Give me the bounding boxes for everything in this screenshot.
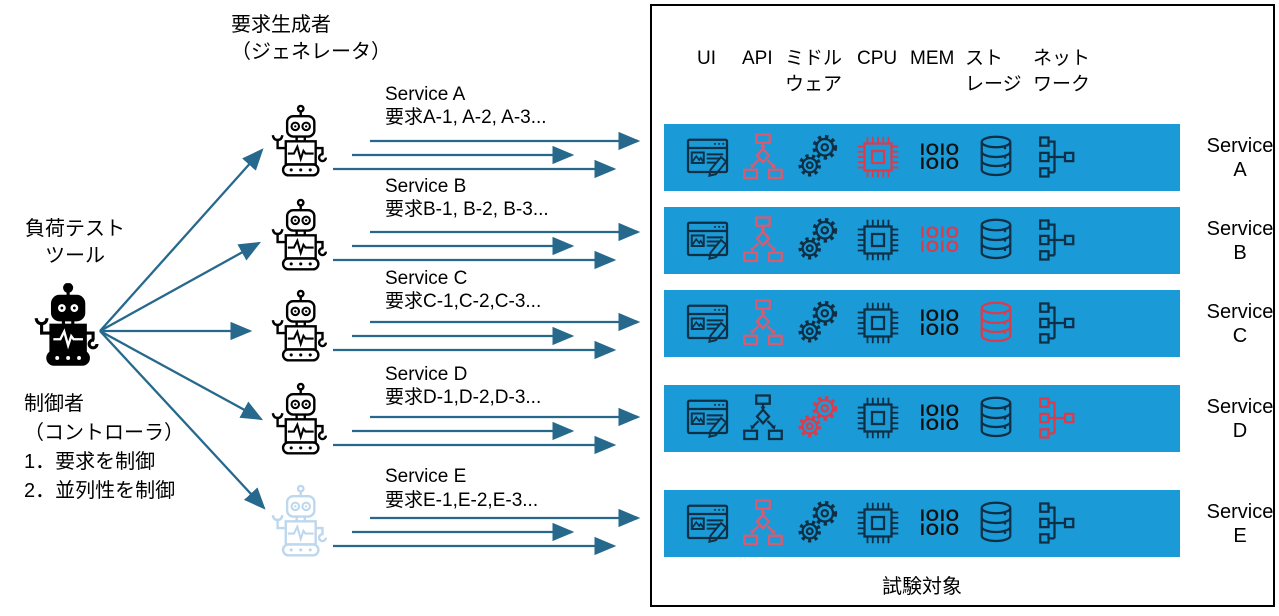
api-icon bbox=[739, 499, 787, 547]
cpu-chip-icon bbox=[854, 499, 902, 547]
network-icon bbox=[1035, 299, 1083, 347]
api-icon bbox=[739, 133, 787, 181]
service-b-requests: 要求B-1, B-2, B-3... bbox=[385, 199, 549, 220]
column-header-middleware: ミドルウェア bbox=[785, 48, 843, 95]
network-icon bbox=[1035, 133, 1083, 181]
generator-robot-c-icon bbox=[264, 285, 332, 369]
controller-label-line1: 制御者 bbox=[24, 393, 84, 415]
cpu-chip-icon bbox=[854, 299, 902, 347]
api-icon bbox=[739, 216, 787, 264]
column-header-ui: UI bbox=[697, 48, 716, 69]
controller-label-line3: 1．要求を制御 bbox=[24, 451, 156, 473]
service-e-row-label: Service E bbox=[1206, 500, 1274, 547]
service-c-name: Service C bbox=[385, 268, 468, 289]
load-tool-label: 負荷テスト ツール bbox=[8, 216, 142, 270]
ui-browser-icon bbox=[685, 216, 733, 264]
service-b-row-label: Service B bbox=[1206, 217, 1274, 264]
generator-robot-d-icon bbox=[264, 378, 332, 462]
service-e-requests: 要求E-1,E-2,E-3... bbox=[385, 490, 539, 511]
generator-robot-e-icon bbox=[264, 480, 332, 564]
controller-label-line4: 2．並列性を制御 bbox=[24, 480, 176, 502]
middleware-gears-icon bbox=[794, 299, 842, 347]
network-icon bbox=[1035, 499, 1083, 547]
load-tool-label-line1: 負荷テスト bbox=[25, 218, 125, 240]
service-d-requests: 要求D-1,D-2,D-3... bbox=[385, 387, 542, 408]
load-tool-label-line2: ツール bbox=[45, 245, 105, 267]
controller-robot-icon bbox=[26, 281, 104, 371]
ui-browser-icon bbox=[685, 299, 733, 347]
network-icon bbox=[1035, 394, 1083, 442]
cpu-chip-icon bbox=[854, 394, 902, 442]
service-d-row-label: Service D bbox=[1206, 395, 1274, 442]
generator-title-line1: 要求生成者 bbox=[231, 14, 331, 36]
api-icon bbox=[739, 394, 787, 442]
service-c-requests: 要求C-1,C-2,C-3... bbox=[385, 291, 542, 312]
service-a-row-label: Service A bbox=[1206, 134, 1274, 181]
storage-database-icon bbox=[972, 499, 1020, 547]
generator-robot-a-icon bbox=[264, 100, 332, 184]
middleware-gears-icon bbox=[794, 133, 842, 181]
test-target-caption: 試験対象 bbox=[882, 576, 962, 598]
storage-database-icon bbox=[972, 394, 1020, 442]
generator-title: 要求生成者 （ジェネレータ） bbox=[231, 12, 391, 66]
service-e-name: Service E bbox=[385, 466, 467, 487]
ui-browser-icon bbox=[685, 394, 733, 442]
middleware-gears-icon bbox=[794, 216, 842, 264]
service-a-name: Service A bbox=[385, 84, 466, 105]
column-header-storage: ストレージ bbox=[965, 48, 1022, 95]
controller-label-line2: （コントローラ） bbox=[24, 422, 184, 444]
storage-database-icon bbox=[972, 133, 1020, 181]
storage-database-icon bbox=[972, 216, 1020, 264]
service-c-row-label: Service C bbox=[1206, 300, 1274, 347]
service-d-name: Service D bbox=[385, 364, 468, 385]
cpu-chip-icon bbox=[854, 216, 902, 264]
generator-title-line2: （ジェネレータ） bbox=[231, 41, 391, 63]
cpu-chip-icon bbox=[854, 133, 902, 181]
service-a-requests: 要求A-1, A-2, A-3... bbox=[385, 107, 547, 128]
network-icon bbox=[1035, 216, 1083, 264]
storage-database-icon bbox=[972, 299, 1020, 347]
column-header-network: ネットワーク bbox=[1033, 48, 1091, 95]
column-header-cpu: CPU bbox=[857, 48, 898, 69]
api-icon bbox=[739, 299, 787, 347]
generator-robot-b-icon bbox=[264, 194, 332, 278]
controller-label: 制御者 （コントローラ） 1．要求を制御 2．並列性を制御 bbox=[24, 390, 184, 506]
ui-browser-icon bbox=[685, 133, 733, 181]
middleware-gears-icon bbox=[794, 499, 842, 547]
ui-browser-icon bbox=[685, 499, 733, 547]
service-b-name: Service B bbox=[385, 176, 467, 197]
column-header-api: API bbox=[742, 48, 773, 69]
column-header-mem: MEM bbox=[910, 48, 955, 69]
middleware-gears-icon bbox=[794, 394, 842, 442]
